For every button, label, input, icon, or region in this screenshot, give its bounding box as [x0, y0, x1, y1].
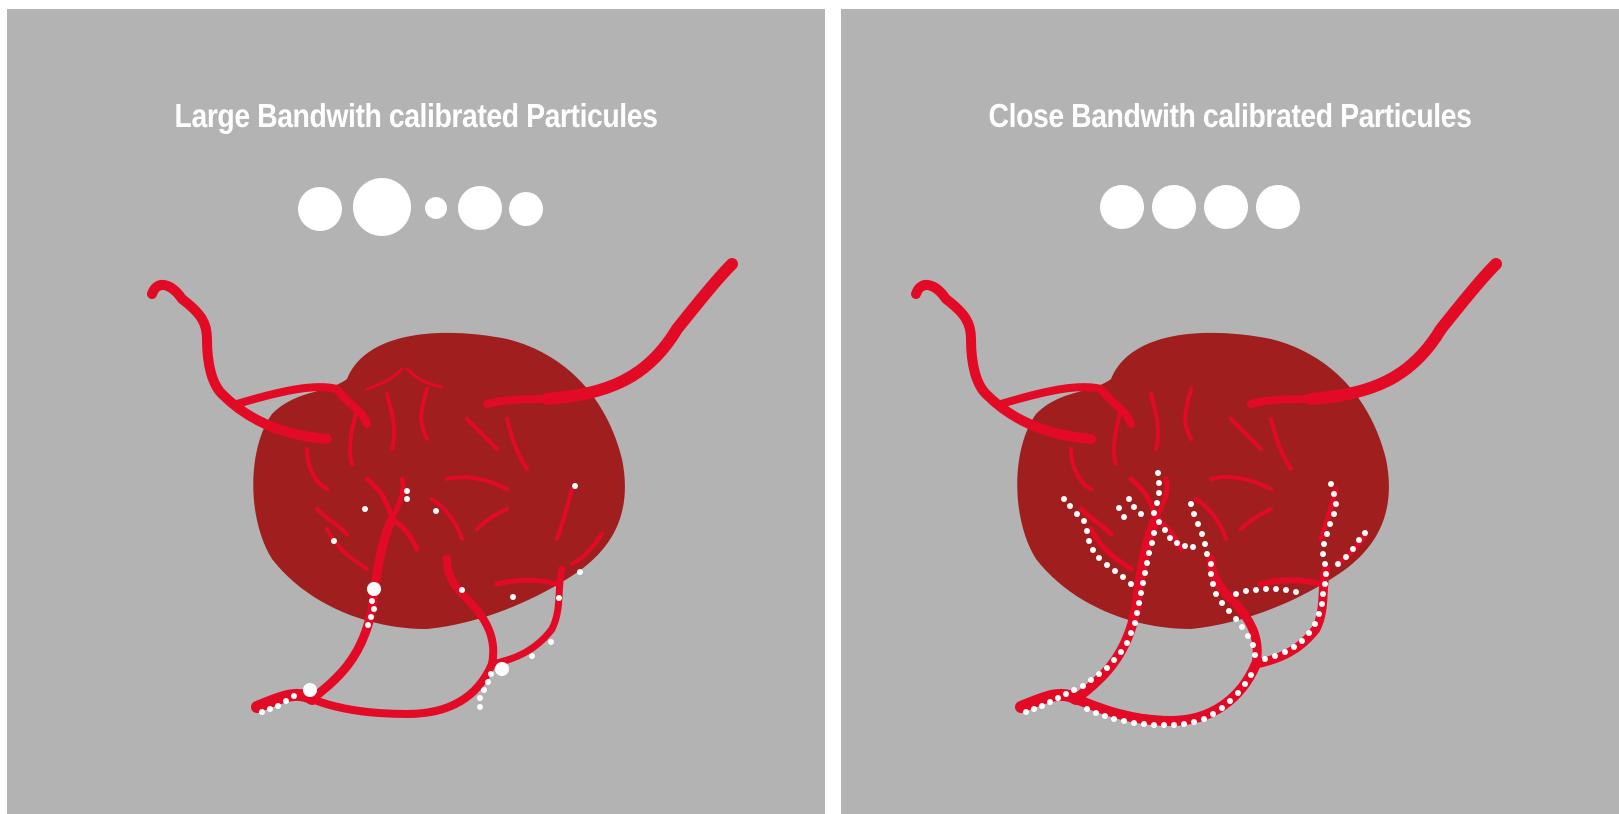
tumor-mass-right	[1017, 333, 1389, 629]
vascular-diagram-right	[841, 9, 1619, 814]
vascular-diagram-left	[7, 9, 825, 814]
particle-size-legend-left	[298, 178, 543, 236]
panel-large-bandwidth: Large Bandwith calibrated Particules	[7, 9, 825, 814]
particle-size-legend-right	[1100, 185, 1300, 229]
panel-close-bandwidth: Close Bandwith calibrated Particules	[841, 9, 1619, 814]
tumor-mass-left	[253, 333, 625, 629]
